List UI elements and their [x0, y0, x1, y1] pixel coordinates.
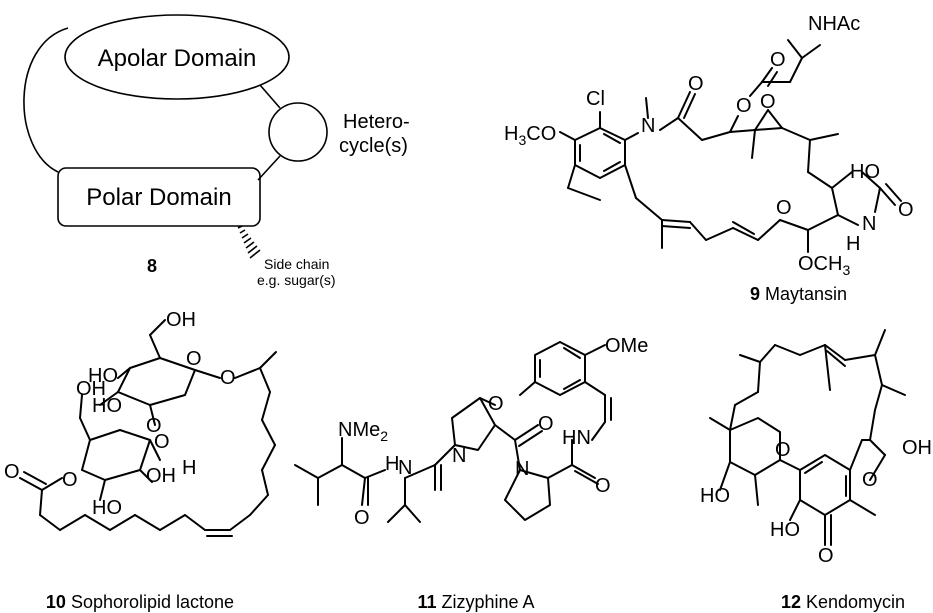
atom-o-link: O [146, 415, 162, 437]
atom-nhac: NHAc [808, 13, 860, 35]
structure-maytansin: NHAc Cl H3CO N O O O O HO O O N H OCH3 9… [504, 13, 914, 304]
apolar-domain-ellipse [64, 14, 290, 100]
atom-n-pyrrolidine-1: N [452, 445, 466, 467]
atom-nme2: NMe2 [338, 419, 388, 444]
atom-ome: OMe [605, 335, 648, 357]
side-chain-label-line2: e.g. sugar(s) [257, 272, 336, 288]
structure-zizyphine-a: OMe O O HN N N O NMe2 H N O 11 Zizyphine… [294, 335, 648, 612]
atom-ho-pyran: HO [700, 485, 730, 507]
atom-o-carbonyl-1: O [538, 413, 554, 435]
structure-sophorolipid-lactone: OH O HO HO O OH O O OH H O O HO 10 Sopho… [4, 309, 277, 612]
atom-o-quinone: O [818, 545, 834, 567]
atom-o-carbamate: O [898, 199, 914, 221]
atom-och3: OCH3 [798, 253, 850, 278]
atom-ho-3: HO [92, 497, 122, 519]
atom-o-carbonyl-2: O [595, 475, 611, 497]
atom-o-ring1: O [186, 348, 202, 370]
atom-oh-2: OH [76, 378, 106, 400]
atom-o-carbonyl: O [770, 49, 786, 71]
heterocycle-label-line1: Hetero- [343, 111, 410, 133]
atom-o-pyran: O [775, 439, 791, 461]
atom-o-carbonyl: O [4, 461, 20, 483]
compound-label-11: 11 Zizyphine A [417, 592, 534, 612]
apolar-heterocycle-linker [259, 84, 281, 109]
atom-n-carbamate: N [862, 213, 876, 235]
atom-oh-3: OH [146, 465, 176, 487]
polar-heterocycle-linker [257, 155, 281, 181]
atom-o-ester: O [62, 469, 78, 491]
atom-ho-2: HO [92, 395, 122, 417]
schematic-diagram: Apolar Domain Polar Domain Hetero- cycle… [23, 14, 410, 288]
atom-h3co: H3CO [504, 123, 556, 148]
atom-ho-1: HO [88, 365, 118, 387]
atom-o-epoxide: O [760, 91, 776, 113]
atom-n-pyrrolidine-2: N [515, 458, 529, 480]
atom-o-ester: O [736, 95, 752, 117]
atom-ho: O [776, 197, 792, 219]
atom-n-amide: N [641, 115, 655, 137]
apolar-polar-linker [23, 27, 69, 173]
atom-o-ring: HO [850, 161, 880, 183]
atom-oh-top: OH [166, 309, 196, 331]
atom-hn: HN [562, 427, 591, 449]
atom-n-amide: N [398, 457, 412, 479]
polar-domain-label: Polar Domain [86, 184, 231, 211]
atom-ho-aromatic: HO [770, 519, 800, 541]
atom-o-amide: O [688, 73, 704, 95]
atom-o-glycosidic: O [220, 367, 236, 389]
compound-label-12: 12 Kendomycin [781, 592, 905, 612]
side-chain-hash-bond [237, 225, 261, 259]
atom-oh: OH [902, 437, 932, 459]
heterocycle-label-line2: cycle(s) [339, 135, 408, 157]
atom-o-ring2: O [154, 431, 170, 453]
compound-label-9: 9 Maytansin [750, 284, 847, 304]
schematic-number: 8 [147, 256, 157, 276]
structure-kendomycin: OH O O HO HO O 12 Kendomycin [700, 329, 932, 612]
polar-domain-box [57, 167, 261, 227]
apolar-domain-label: Apolar Domain [98, 45, 257, 72]
atom-h: H [182, 457, 196, 479]
side-chain-label-line1: Side chain [264, 256, 329, 272]
atom-o-amide: O [354, 507, 370, 529]
atom-o-ether: O [488, 393, 504, 415]
atom-h-carbamate: H [846, 233, 860, 255]
atom-h-amide: H [385, 453, 399, 475]
compound-label-10: 10 Sophorolipid lactone [46, 592, 234, 612]
atom-cl: Cl [586, 88, 605, 110]
heterocycle-circle [268, 102, 328, 162]
atom-o-furan: O [862, 469, 878, 491]
